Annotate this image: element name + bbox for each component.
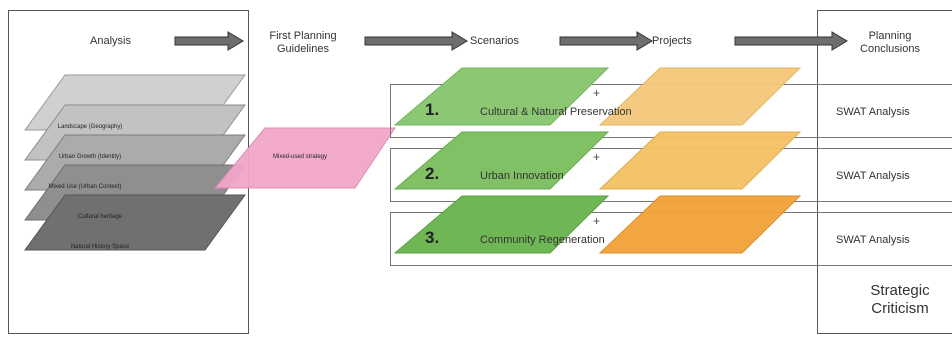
- layer-label-landscape: Landscape (Geography): [57, 124, 123, 130]
- layer-label-urban-growth: Urban Growth (Identity): [58, 154, 122, 160]
- strategic-criticism: Strategic Criticism: [870, 282, 930, 317]
- layer-label-cultural-heritage: Cultural heritage: [77, 214, 123, 220]
- scenario-2-label: Urban Innovation: [480, 170, 564, 182]
- plus-2-icon: +: [593, 150, 601, 164]
- scenario-2-number: 2.: [425, 164, 440, 183]
- scenario-1-number: 1.: [425, 100, 440, 119]
- header-analysis: Analysis: [90, 35, 131, 47]
- scenario-2-green: [393, 131, 610, 190]
- header-projects: Projects: [652, 35, 692, 47]
- scenario-1-green: [393, 67, 610, 126]
- scenario-1-orange: [598, 67, 802, 126]
- plus-1-icon: +: [593, 86, 601, 100]
- arrow-icon: [174, 31, 848, 51]
- analysis-layer-stack: [24, 74, 246, 251]
- guidelines-label: Mixed-used strategy: [272, 154, 328, 160]
- conclusions-panel: [817, 10, 952, 334]
- arrow-projects-to-conclusions: [734, 31, 848, 51]
- swat-1: SWAT Analysis: [836, 106, 910, 118]
- plus-3-icon: +: [593, 214, 601, 228]
- header-first-planning: First Planning Guidelines: [269, 30, 337, 55]
- scenario-2-orange: [598, 131, 802, 190]
- scenario-3-orange: [598, 195, 802, 254]
- swat-2: SWAT Analysis: [836, 170, 910, 182]
- arrow-scenarios-to-projects: [559, 31, 653, 51]
- swat-3: SWAT Analysis: [836, 234, 910, 246]
- scenario-3-green: [393, 195, 610, 254]
- arrow-analysis-to-guidelines: [174, 31, 244, 51]
- layer-label-natural-history: Natural History Space: [70, 244, 130, 250]
- arrow-guidelines-to-scenarios: [364, 31, 468, 51]
- header-scenarios: Scenarios: [470, 35, 519, 47]
- layer-natural-history: [24, 194, 246, 251]
- scenario-3-label: Community Regeneration: [480, 234, 605, 246]
- scenario-1-label: Cultural & Natural Preservation: [480, 106, 632, 118]
- header-planning-conclusions: Planning Conclusions: [860, 30, 920, 55]
- scenario-3-number: 3.: [425, 228, 440, 247]
- layer-label-mixed-use: Mixed Use (Urban Context): [48, 184, 122, 190]
